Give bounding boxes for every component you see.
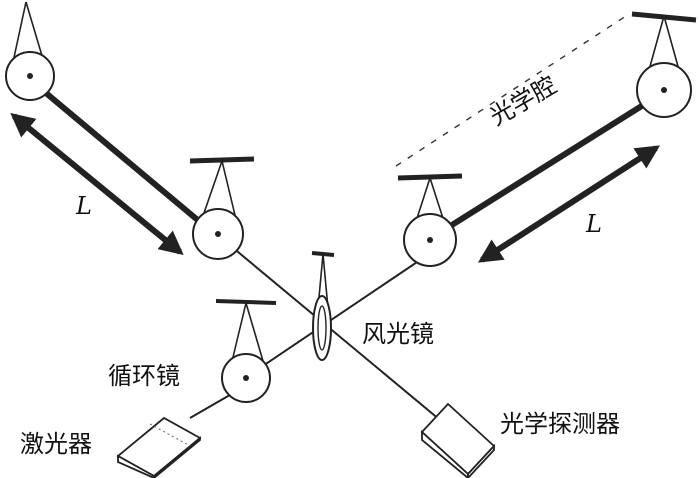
laser-box [116, 416, 202, 478]
detector-label: 光学探测器 [500, 410, 620, 438]
left-length-arrow [10, 112, 184, 256]
right-length-arrow [477, 145, 661, 263]
cavity-dashed-line [395, 15, 627, 167]
laser-label: 激光器 [20, 430, 92, 458]
left-cavity-arm [26, 75, 214, 235]
circulator-to-right-arm-beam [241, 251, 433, 381]
top-right-mirror [631, 11, 697, 118]
mid-right-mirror [397, 173, 463, 267]
beam-splitter-mirror [311, 251, 335, 361]
mid-left-mirror [189, 156, 255, 260]
beam-splitter-label: 风光镜 [362, 320, 434, 348]
cavity-arms [26, 75, 666, 243]
circulating-mirror-label: 循环镜 [108, 362, 180, 390]
detector-box [420, 402, 496, 478]
top-left-mirror [5, 1, 55, 101]
circulating-mirror [215, 299, 277, 403]
cavity-label: 光学腔 [485, 71, 561, 131]
right-length-label: L [585, 210, 602, 238]
left-length-label: L [75, 192, 92, 220]
